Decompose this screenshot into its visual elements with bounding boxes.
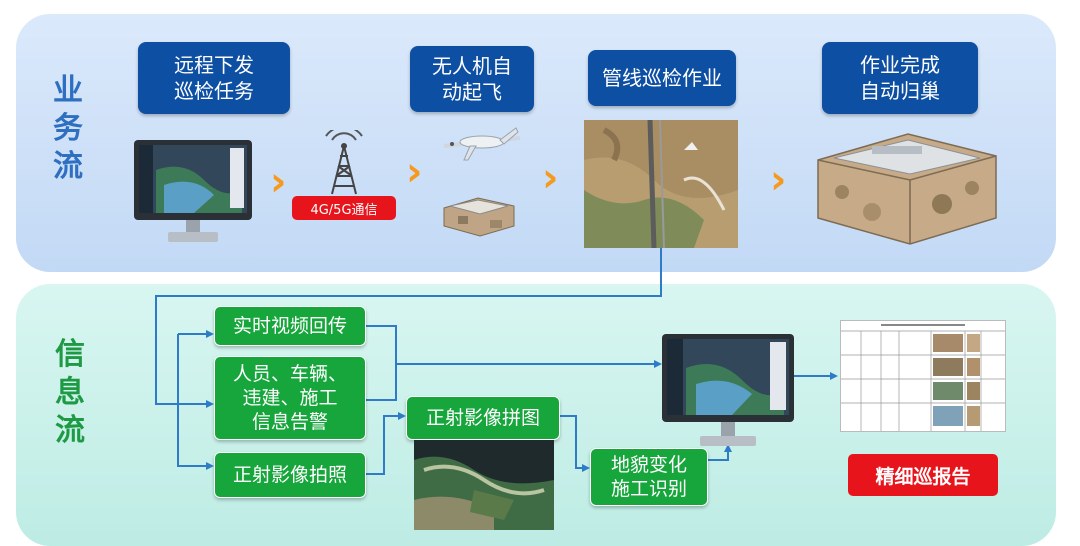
step-pipeline-inspection: 管线巡检作业 [588, 50, 736, 106]
report-document-icon [840, 320, 1006, 432]
item-ortho-mosaic: 正射影像拼图 [406, 396, 560, 440]
chevron-arrow-icon: › [542, 155, 559, 201]
aerial-map-image [584, 119, 738, 252]
chevron-arrow-icon: › [270, 159, 287, 205]
item-alerts: 人员、车辆、 违建、施工 信息告警 [214, 356, 366, 440]
step-remote-dispatch: 远程下发 巡检任务 [138, 42, 290, 114]
label-char: 信 [55, 337, 85, 372]
drone-nest-icon [440, 192, 518, 242]
aerial-map-image [414, 440, 554, 534]
step-auto-takeoff: 无人机自 动起飞 [410, 46, 534, 112]
label-char: 流 [55, 413, 85, 448]
report-badge: 精细巡报告 [848, 454, 998, 496]
label-char: 业 [53, 73, 83, 108]
monitor-icon [134, 140, 252, 248]
step-return-nest: 作业完成 自动归巢 [822, 42, 978, 114]
drone-icon [440, 124, 524, 168]
chevron-arrow-icon: › [406, 149, 423, 195]
item-realtime-video: 实时视频回传 [214, 306, 366, 346]
drone-nest-icon [812, 126, 1000, 250]
item-ortho-photo: 正射影像拍照 [214, 452, 366, 498]
info-flow-label: 信 息 流 [50, 336, 90, 450]
business-flow-label: 业 务 流 [48, 72, 88, 186]
comm-badge: 4G/5G通信 [292, 196, 396, 220]
cell-tower-icon [318, 125, 370, 200]
monitor-icon [662, 334, 794, 452]
label-char: 务 [53, 111, 83, 146]
chevron-arrow-icon: › [770, 157, 787, 203]
label-char: 息 [55, 375, 85, 410]
flow-connectors [155, 248, 838, 475]
item-terrain-change: 地貌变化 施工识别 [590, 448, 708, 506]
label-char: 流 [53, 149, 83, 184]
